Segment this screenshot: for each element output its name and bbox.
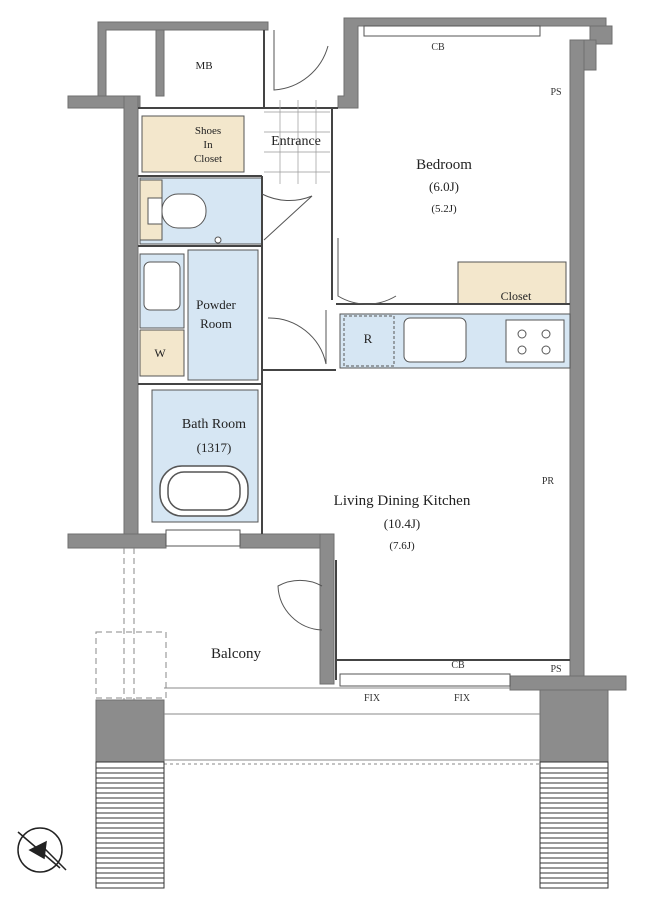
bath-room-size: (1317) <box>197 440 232 455</box>
toilet-icon <box>147 193 222 244</box>
sink-icon <box>143 261 467 363</box>
ldk-size-2: (7.6J) <box>389 540 415 552</box>
entrance-label: Entrance <box>271 134 321 149</box>
balcony-area <box>95 548 540 765</box>
ps-bottom-label: PS <box>550 664 561 675</box>
powder-room-area <box>187 249 259 381</box>
refrigerator-box <box>343 315 395 367</box>
closet-area <box>457 261 567 305</box>
stairs <box>95 761 609 889</box>
entrance-tiles <box>264 100 330 184</box>
ps-top-label: PS <box>550 87 561 98</box>
shoes-closet-label-3: Closet <box>194 153 222 165</box>
shoes-closet-label-1: Shoes <box>195 125 221 137</box>
north-arrow-icon <box>17 827 67 873</box>
partitions <box>138 30 570 680</box>
fix-right-label: FIX <box>454 693 471 704</box>
windows <box>165 25 541 687</box>
cb-bottom-label: CB <box>451 660 465 671</box>
bedroom-label: Bedroom <box>416 157 472 173</box>
ldk-size-1: (10.4J) <box>384 516 420 531</box>
storage-areas <box>139 115 567 377</box>
bedroom-size-2: (5.2J) <box>431 203 457 215</box>
walls <box>67 17 627 763</box>
washer-label: W <box>154 346 166 360</box>
shoes-closet-label-2: In <box>203 139 213 151</box>
powder-room-label-1: Powder <box>196 297 236 312</box>
bedroom-size-1: (6.0J) <box>429 179 459 194</box>
balcony-label: Balcony <box>211 646 261 662</box>
closet-label: Closet <box>501 289 532 303</box>
stove-icon <box>505 319 565 363</box>
washer-area <box>139 329 185 377</box>
cb-top-label: CB <box>431 42 445 53</box>
shoes-closet-area <box>141 115 245 173</box>
bathtub-icon <box>159 465 249 517</box>
mb-label: MB <box>195 60 212 72</box>
refrigerator-label: R <box>364 331 373 346</box>
door-swing-icon <box>261 30 397 631</box>
ldk-label: Living Dining Kitchen <box>334 493 471 509</box>
pr-label: PR <box>542 476 555 487</box>
fix-left-label: FIX <box>364 693 381 704</box>
powder-room-label-2: Room <box>200 316 232 331</box>
bath-room-label: Bath Room <box>182 417 246 432</box>
